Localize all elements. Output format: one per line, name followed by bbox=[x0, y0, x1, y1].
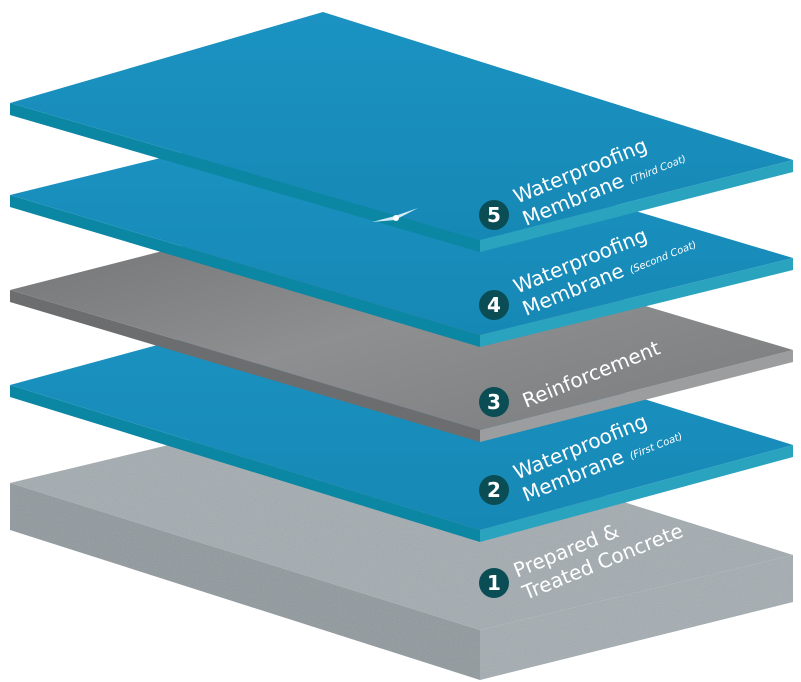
number-badge-text: 3 bbox=[487, 390, 501, 414]
number-badge-text: 1 bbox=[487, 571, 501, 595]
number-badge bbox=[479, 200, 509, 230]
number-badge-text: 2 bbox=[487, 478, 501, 502]
layer-concrete bbox=[10, 408, 793, 680]
number-badge bbox=[479, 475, 509, 505]
layer-membrane-third-coat bbox=[10, 12, 793, 252]
number-badge-text: 4 bbox=[487, 293, 501, 317]
number-badge-text: 5 bbox=[487, 203, 501, 227]
number-badge bbox=[479, 290, 509, 320]
number-badge bbox=[479, 568, 509, 598]
number-badge bbox=[479, 387, 509, 417]
sparkle-icon bbox=[372, 205, 418, 232]
